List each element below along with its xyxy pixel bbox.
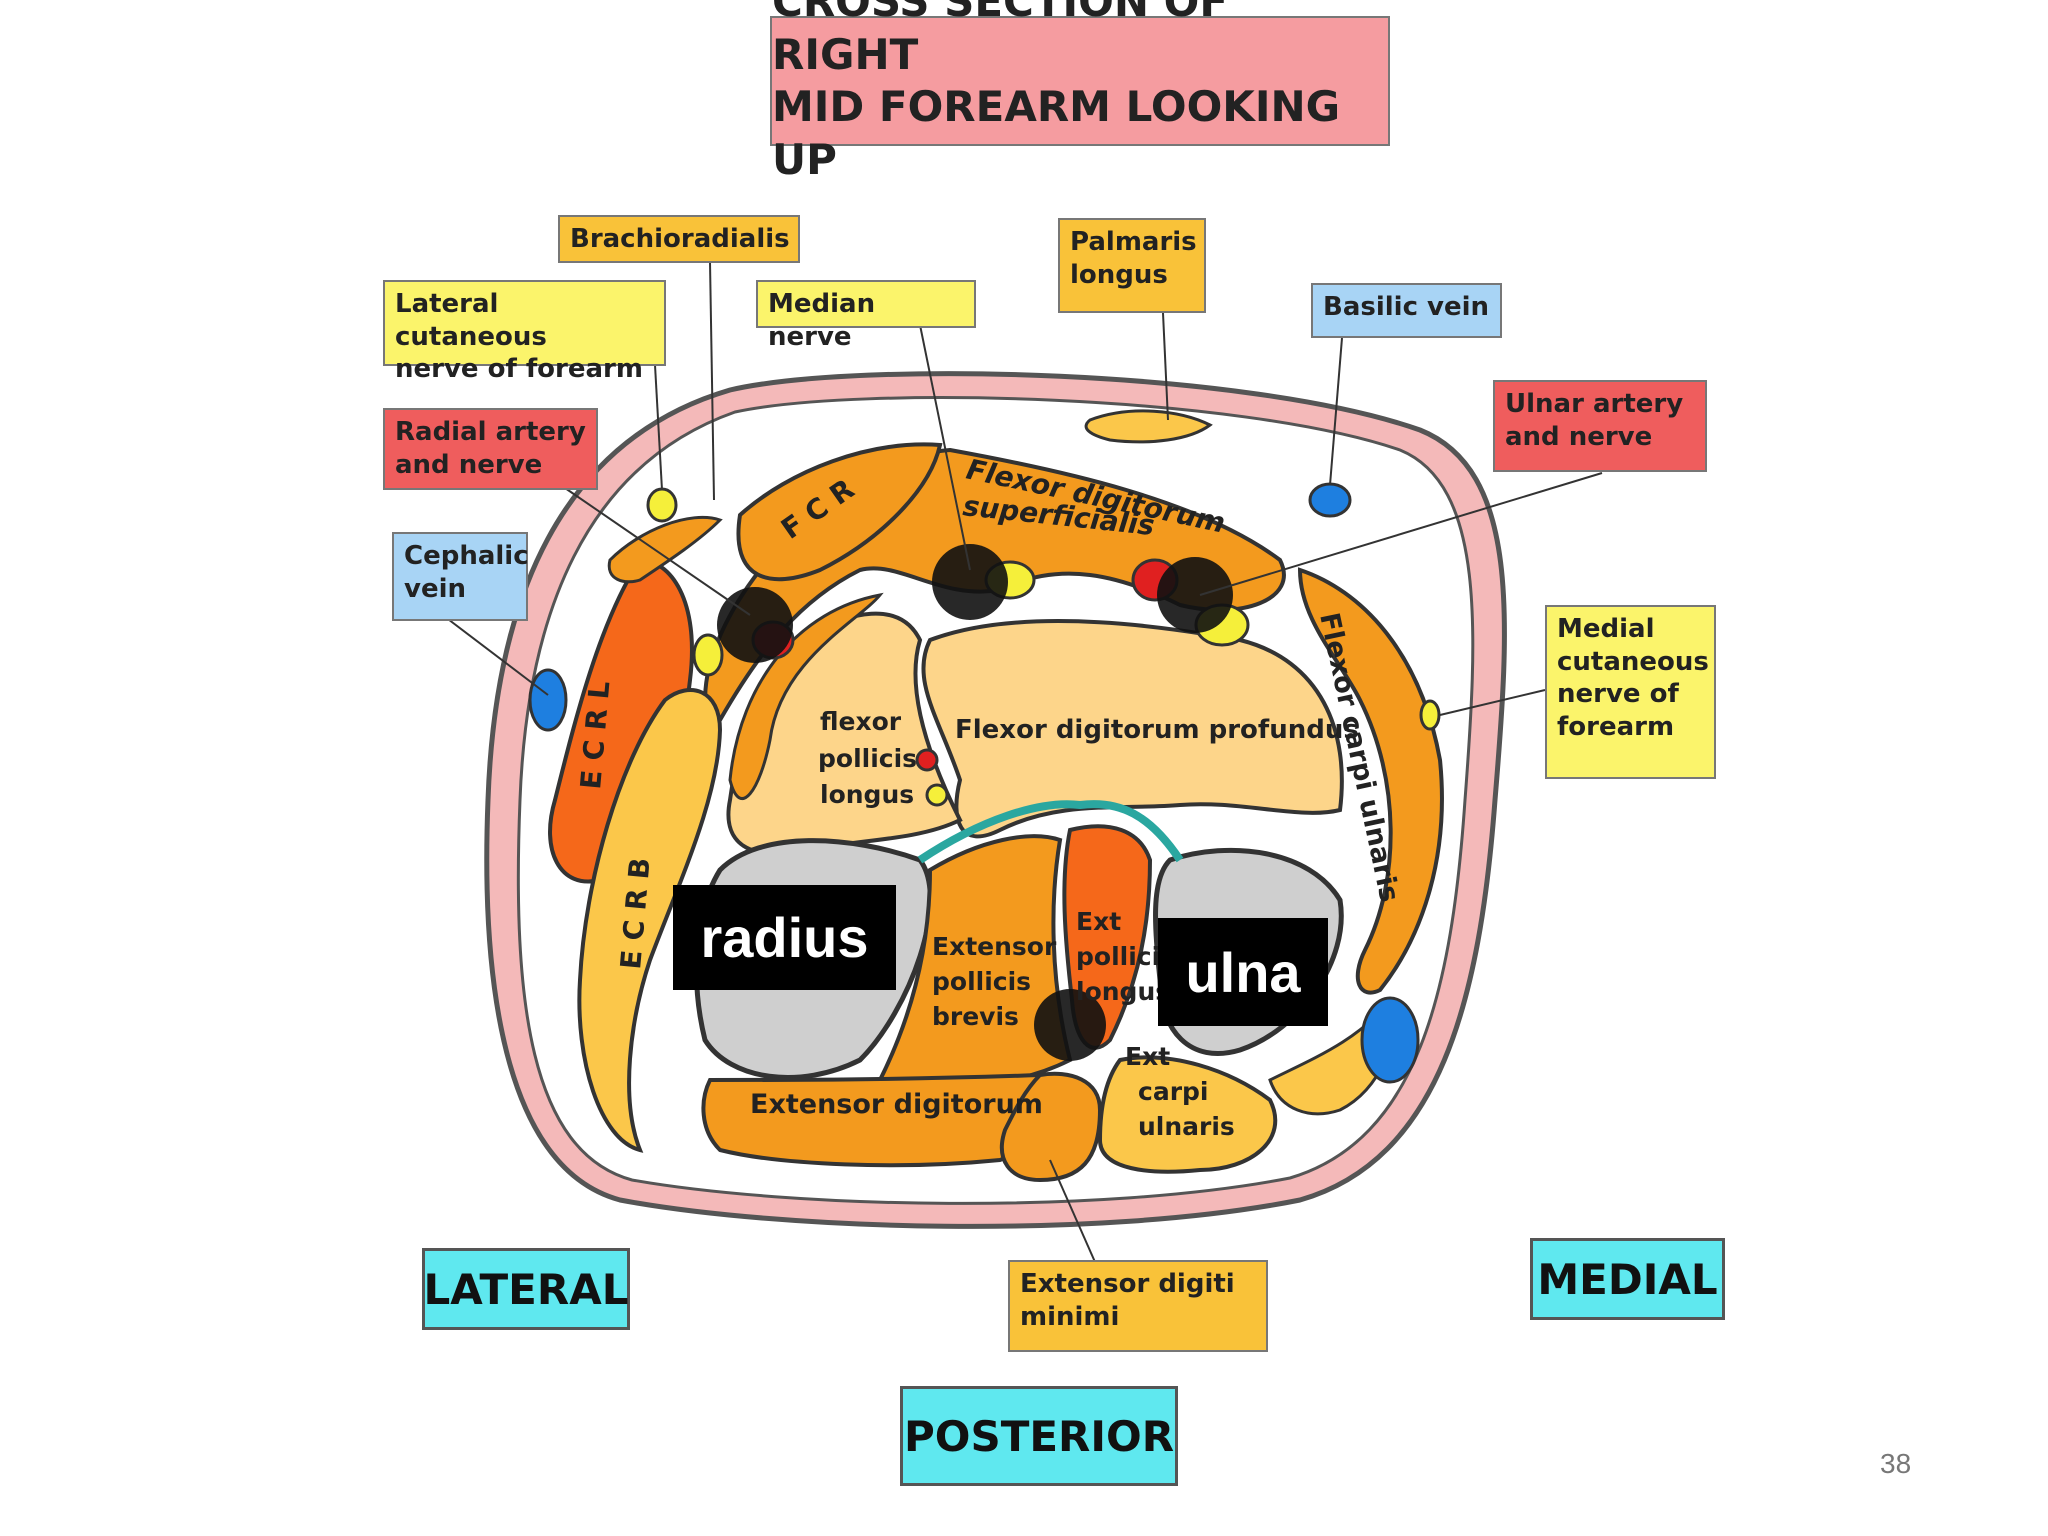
extensor-digiti-minimi [999,1071,1103,1183]
basilic-vein-vessel [1308,482,1352,518]
interosseous-membrane [917,800,1184,864]
flexor-carpi-radialis [736,442,943,582]
title-line-1: CROSS SECTION OF RIGHT [772,0,1229,79]
median-nerve-callout: Median nerve [756,280,976,352]
leader-lines [439,261,1603,1263]
ecrb-muscle [577,688,723,1153]
ecu-label-line2: carpi [1138,1077,1208,1106]
interosseous-nerve [925,783,949,807]
ed-label: Extensor digitorum [750,1089,1043,1120]
extensor-digiti-minimi-callout: Extensor digiti minimi [1008,1260,1268,1352]
flexor-carpi-ulnaris [1297,567,1444,995]
medial-cutaneous-callout: Medial cutaneous nerve of forearm [1545,605,1716,779]
palmaris-longus-tendon [1084,409,1213,444]
ecu-label-line1: Ext [1125,1042,1170,1071]
lateral-cutaneous-nerve [646,487,678,523]
fpl-label-line1: flexor [820,707,902,736]
radial-artery-marker [717,587,793,663]
ulnar-artery-marker [1157,557,1233,633]
extensor-pollicis-brevis [877,834,1073,1088]
interosseous-artery [915,748,939,772]
ulna-label: ulna [1158,918,1328,1026]
radius-label: radius [673,885,896,990]
epl-label-line1: Ext [1076,907,1121,936]
slide-number: 38 [1880,1448,1912,1479]
extensor-pollicis-longus [1062,824,1153,1050]
medial-label: MEDIAL [1530,1238,1725,1320]
fpl-label-line3: longus [820,780,914,809]
epb-label-line1: Extensor [932,932,1057,961]
basilic-vein-callout: Basilic vein [1311,283,1502,338]
palmaris-longus-callout: Palmaris longus [1058,218,1206,313]
fdp-label: Flexor digitorum profundus [955,715,1359,745]
radial-nerve [692,633,724,677]
brachioradialis-muscle [607,515,723,584]
posterior-vein-vessel [1360,996,1420,1084]
deep-flexor-band [728,592,884,800]
posterior-interosseous-marker [1034,989,1106,1061]
radial-artery-callout: Radial artery and nerve [383,408,598,490]
epl-label-line3: longus [1076,977,1170,1006]
cephalic-vein-vessel [528,668,568,732]
ecu-label-line3: ulnaris [1138,1112,1235,1141]
lateral-label: LATERAL [422,1248,630,1330]
ulnar-artery-callout: Ulnar artery and nerve [1493,380,1707,472]
posterior-label: POSTERIOR [900,1386,1178,1486]
medial-cutaneous-nerve [1419,699,1441,731]
brachioradialis-callout: Brachioradialis [558,215,800,263]
title-line-2: MID FOREARM LOOKING UP [772,82,1341,184]
epb-label-line2: pollicis [932,967,1031,996]
fpl-label-line2: pollicis [818,744,917,773]
diagram-title: CROSS SECTION OF RIGHT MID FOREARM LOOKI… [770,0,1390,184]
median-nerve-marker [932,544,1008,620]
cephalic-vein-callout: Cephalic vein [392,532,529,621]
epb-label-line3: brevis [932,1002,1019,1031]
lateral-cutaneous-callout: Lateral cutaneous nerve of forearm [383,280,666,384]
